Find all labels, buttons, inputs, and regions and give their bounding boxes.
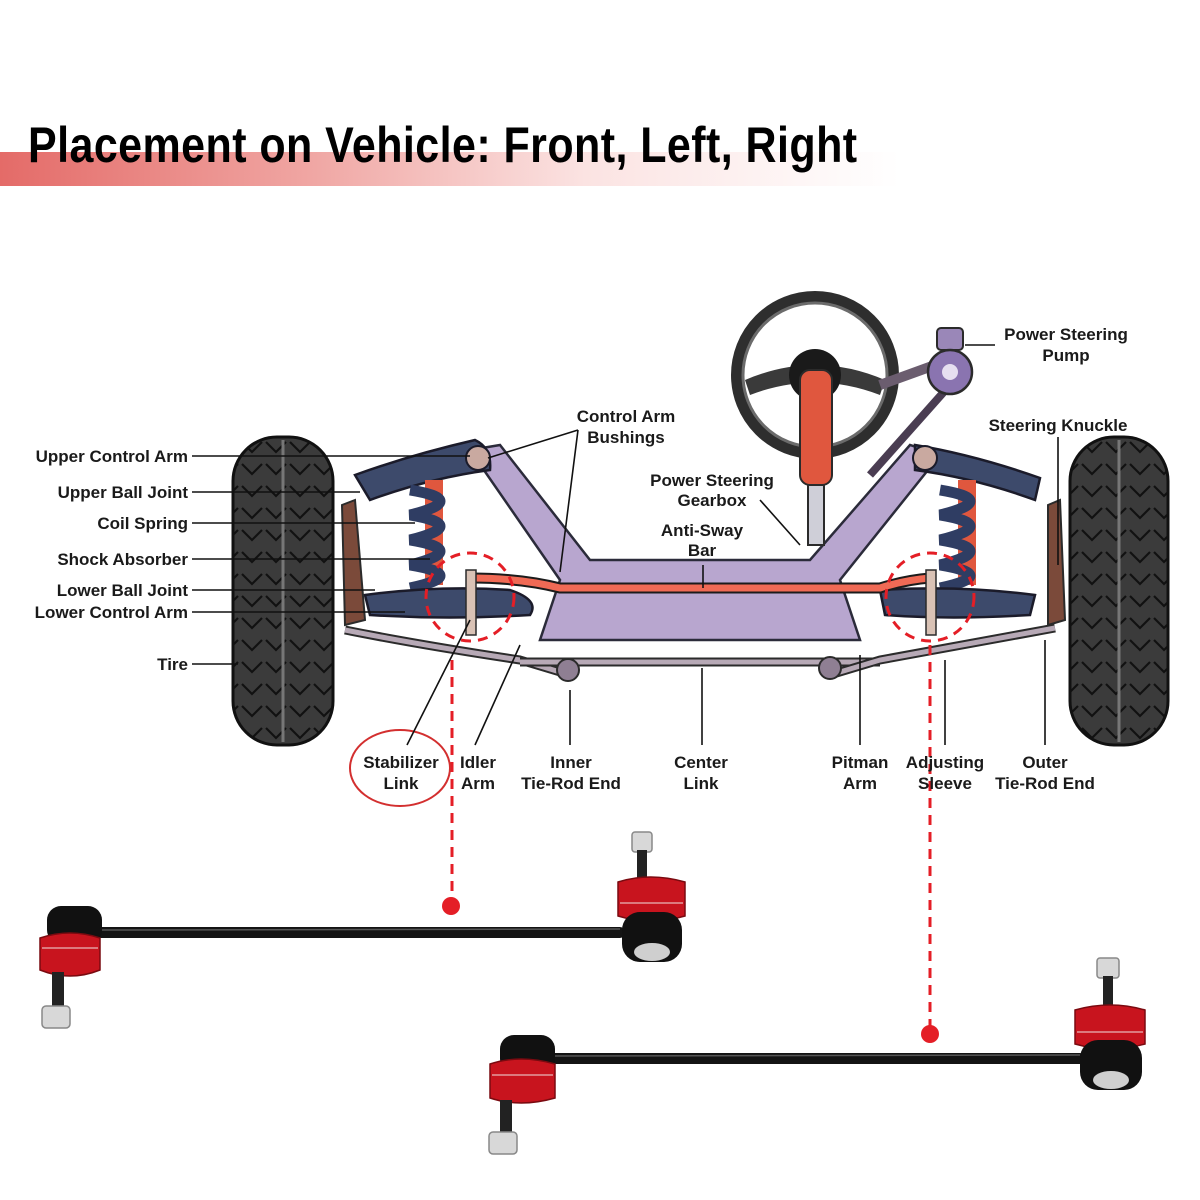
label-anti-sway-bar-1: Anti-Sway (661, 521, 744, 540)
stabilizer-link-product-1 (39, 831, 686, 1029)
label-adjusting-sleeve-2: Sleeve (918, 774, 972, 793)
label-idler-arm-1: Idler (460, 753, 496, 772)
stabilizer-link-label-highlight (349, 729, 451, 807)
label-power-steering-pump-1: Power Steering (1004, 325, 1128, 344)
power-steering-pump (867, 327, 974, 478)
label-coil-spring: Coil Spring (97, 514, 188, 533)
label-outer-tie-rod-end-1: Outer (1022, 753, 1068, 772)
coil-spring-right (938, 480, 976, 594)
label-control-arm-bushings-2: Bushings (587, 428, 664, 447)
tire-right (1068, 435, 1170, 747)
lower-control-arm-right (878, 587, 1037, 619)
steering-knuckle-right (1047, 498, 1067, 627)
page-title: Placement on Vehicle: Front, Left, Right (28, 117, 858, 173)
leader-stabilizer-link (406, 619, 471, 746)
label-pitman-arm-2: Arm (843, 774, 877, 793)
leader-control-arm-bushings (487, 429, 579, 573)
leader-power-steering-gearbox (759, 499, 801, 546)
label-inner-tie-rod-end-1: Inner (550, 753, 592, 772)
label-outer-tie-rod-end-2: Tie-Rod End (995, 774, 1095, 793)
steering-linkage (344, 623, 1056, 682)
label-power-steering-pump-2: Pump (1042, 346, 1089, 365)
anti-sway-bar (469, 572, 931, 594)
label-lower-control-arm: Lower Control Arm (35, 603, 188, 622)
stabilizer-link-diagram-right (925, 569, 937, 636)
title-band (0, 152, 900, 186)
leader-idler-arm (474, 644, 521, 746)
tire-left (231, 435, 335, 747)
label-stabilizer-link-2: Link (384, 774, 419, 793)
label-inner-tie-rod-end-2: Tie-Rod End (521, 774, 621, 793)
label-stabilizer-link-1: Stabilizer (363, 753, 439, 772)
steering-column (799, 369, 833, 546)
stabilizer-link-diagram-left (465, 569, 477, 636)
steering-knuckle-left (340, 498, 367, 627)
label-tire: Tire (157, 655, 188, 674)
label-upper-ball-joint: Upper Ball Joint (58, 483, 189, 502)
label-lower-ball-joint: Lower Ball Joint (57, 581, 189, 600)
highlight-left (424, 551, 516, 915)
label-center-link-1: Center (674, 753, 728, 772)
label-adjusting-sleeve-1: Adjusting (906, 753, 984, 772)
label-idler-arm-2: Arm (461, 774, 495, 793)
label-pitman-arm-1: Pitman (832, 753, 889, 772)
upper-control-arm-right (912, 443, 1042, 502)
label-control-arm-bushings-1: Control Arm (577, 407, 676, 426)
label-center-link-2: Link (684, 774, 719, 793)
label-upper-control-arm: Upper Control Arm (36, 447, 188, 466)
stabilizer-link-product-2 (488, 957, 1146, 1155)
highlight-right (884, 551, 976, 1043)
label-power-steering-gearbox-2: Gearbox (678, 491, 748, 510)
coil-spring-left (408, 480, 446, 594)
label-anti-sway-bar-2: Bar (688, 541, 717, 560)
label-steering-knuckle: Steering Knuckle (989, 416, 1128, 435)
lower-control-arm-left (363, 587, 534, 619)
label-power-steering-gearbox-1: Power Steering (650, 471, 774, 490)
label-shock-absorber: Shock Absorber (57, 550, 188, 569)
